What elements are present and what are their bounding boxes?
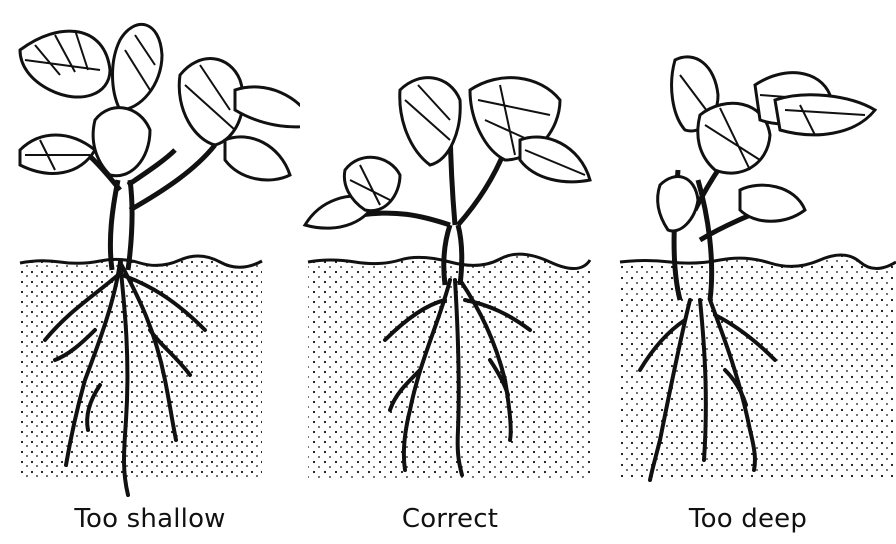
panel-correct: Correct	[300, 0, 600, 544]
caption-too-shallow: Too shallow	[0, 504, 300, 534]
soil	[620, 255, 896, 480]
plant-too-shallow-illustration	[0, 0, 300, 500]
soil	[20, 256, 262, 480]
panel-too-shallow: Too shallow	[0, 0, 300, 544]
caption-correct: Correct	[300, 504, 600, 534]
panel-too-deep: Too deep	[600, 0, 896, 544]
plant-correct-illustration	[300, 0, 600, 500]
leaves	[20, 24, 300, 180]
caption-too-deep: Too deep	[600, 504, 896, 534]
leaves	[658, 57, 875, 231]
leaves	[305, 78, 590, 229]
plant-too-deep-illustration	[600, 0, 896, 500]
